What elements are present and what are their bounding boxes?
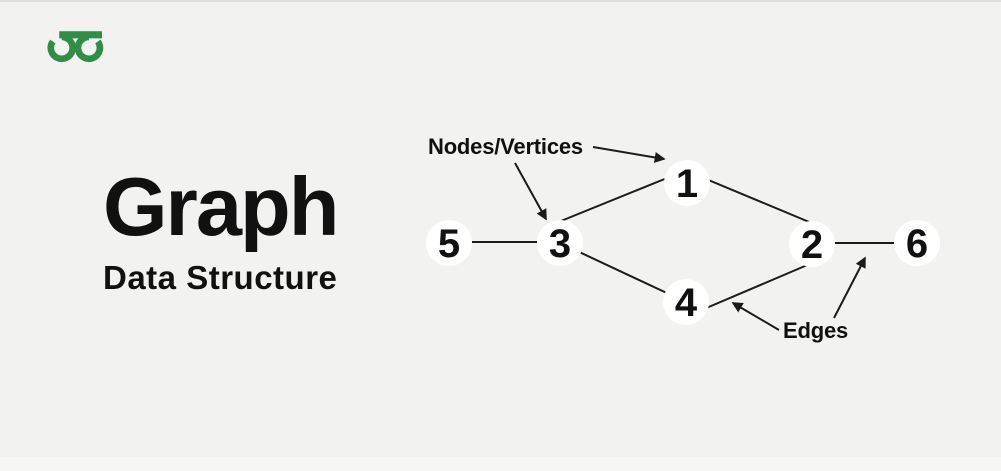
graph-node-4-circle (663, 279, 709, 325)
page-title: Graph (103, 160, 339, 253)
graph-node-1-label: 1 (676, 162, 698, 206)
edges-label: Edges (783, 318, 848, 343)
graph-node-3-circle (537, 220, 583, 266)
top-edge-divider (0, 0, 1001, 2)
edge-1-2 (705, 178, 815, 225)
edge-4-2 (703, 262, 813, 310)
arrow-to-edge-2-6 (833, 256, 866, 319)
arrow-to-edge-4-2 (731, 302, 780, 331)
arrow-to-node-3 (514, 162, 547, 221)
graph-node-4-label: 4 (675, 281, 698, 325)
bottom-strip (0, 457, 1001, 471)
graph-node-6-circle (894, 220, 940, 266)
page-subtitle: Data Structure (103, 258, 338, 296)
title-block: Graph Data Structure (103, 160, 339, 297)
graph-node-5-circle (426, 220, 472, 266)
logo-g-rings (47, 33, 104, 63)
graph-node-3-label: 3 (549, 222, 571, 266)
graph-node-2-circle (789, 221, 835, 267)
graph-node-1-circle (664, 160, 710, 206)
arrow-to-node-1 (592, 146, 666, 163)
graph-node-5-label: 5 (438, 222, 460, 266)
graph-node-2-label: 2 (801, 223, 823, 267)
edge-3-4 (559, 242, 687, 303)
graph-node-6-label: 6 (906, 222, 928, 266)
logo-top-bar (59, 31, 102, 39)
edge-3-1 (555, 175, 673, 224)
nodes-vertices-label: Nodes/Vertices (428, 134, 583, 159)
geeksforgeeks-logo (47, 31, 104, 63)
